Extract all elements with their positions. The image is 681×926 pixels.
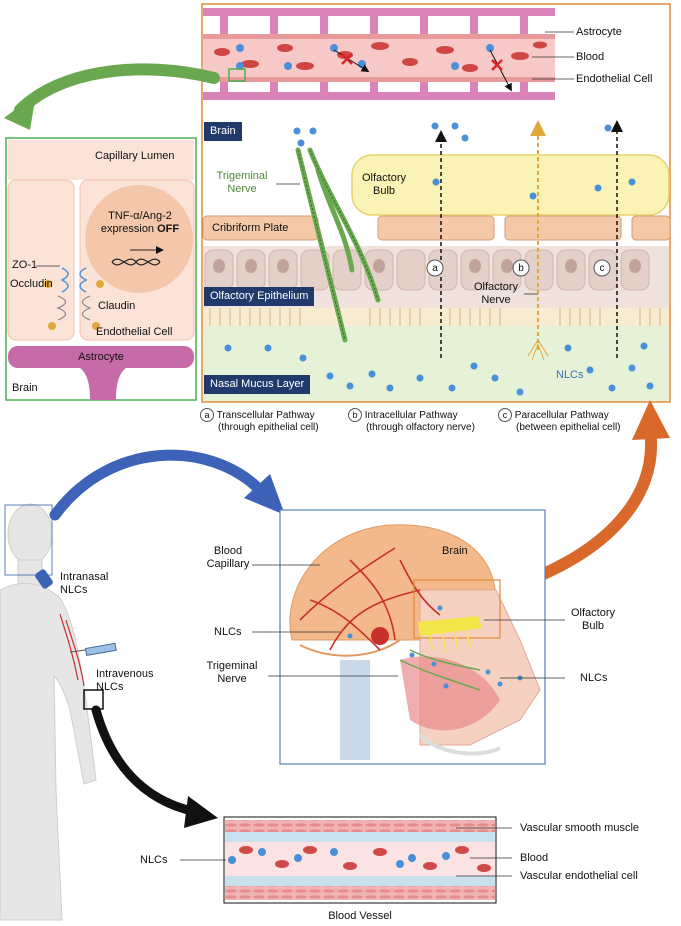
endothelial-cell-left-label: Endothelial Cell [96,326,173,338]
green-arrow [14,63,220,116]
astrocyte-left-label: Astrocyte [78,351,124,363]
pathway-legend-a: a Transcellular Pathway (through epithel… [200,408,350,434]
blood-vessel-blood-label: Blood [520,852,549,864]
nlcs-head-right-label: NLCs [580,672,608,684]
tight-junction-panel [5,137,197,401]
cribriform-plate-label: Cribriform Plate [212,222,289,234]
nasal-mucus-layer-label: Nasal Mucus Layer [204,375,311,394]
brain-region-label: Brain [204,122,242,141]
marker-c: c [599,263,605,274]
syringe-icon [69,642,117,656]
marker-a: a [432,263,438,274]
head-panel [252,509,565,765]
endothelial-cell-label: Endothelial Cell [576,73,653,85]
nlcs-top-label: NLCs [556,369,584,381]
expression-label: TNF-α/Ang-2 expression OFF [100,210,180,235]
vessel-panel [180,816,512,904]
blue-arrow [49,449,266,521]
inhaler-icon [35,569,53,589]
capillary-lumen-label: Capillary Lumen [95,150,175,162]
nlcs-vessel-label: NLCs [140,854,168,866]
astrocyte-label: Astrocyte [576,26,622,38]
brain-left-label: Brain [12,382,38,394]
blood-label: Blood [576,51,605,63]
marker-b: b [518,263,524,274]
human-figure [0,503,97,921]
pathway-legend-c: c Paracellular Pathway (between epitheli… [498,408,674,434]
claudin-label: Claudin [98,300,136,312]
smooth-muscle-label: Vascular smooth muscle [520,822,640,834]
occludin-label: Occludin [10,278,53,290]
blood-vessel-caption: Blood Vessel [328,910,392,922]
pathway-legend-b: b Intracellular Pathway (through olfacto… [348,408,508,434]
zo1-label: ZO-1 [12,259,38,271]
brain-head-label: Brain [442,545,468,557]
endothelial-vessel-label: Vascular endothelial cell [520,870,638,882]
nlcs-head-left-label: NLCs [214,626,242,638]
top-panel [201,3,671,403]
black-arrow [91,705,201,817]
olfactory-epithelium-label: Olfactory Epithelium [204,287,315,306]
